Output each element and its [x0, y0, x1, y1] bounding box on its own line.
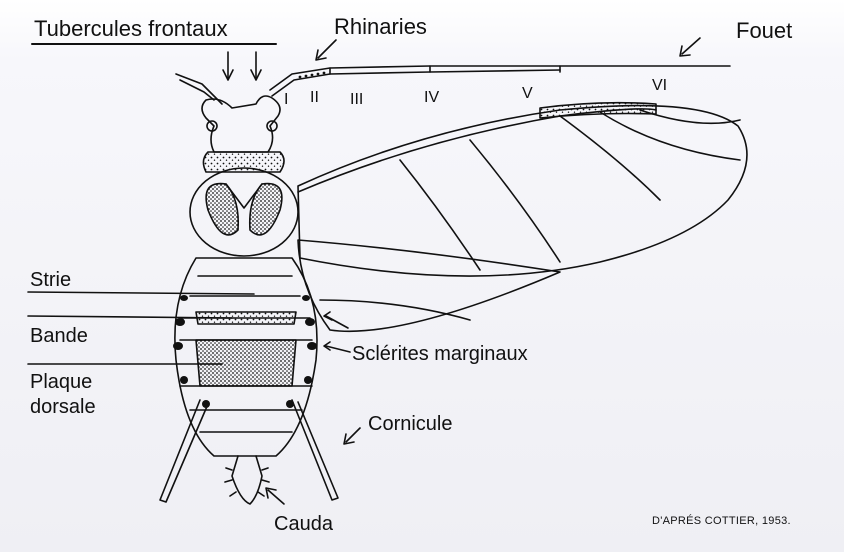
- thorax-lobe-left: [206, 184, 238, 235]
- fouet-arrow: [682, 38, 700, 54]
- hindwing: [298, 240, 560, 331]
- cauda-shape: [232, 456, 262, 504]
- segment-label-4: IV: [424, 90, 439, 106]
- hindwing-vein: [320, 300, 470, 320]
- label-rhinaries: Rhinaries: [334, 16, 427, 38]
- dorsal-plate: [196, 340, 296, 386]
- pterostigma: [540, 103, 656, 118]
- wing-costa: [298, 109, 656, 192]
- vein-4: [470, 140, 560, 262]
- thorax-lobe-right: [250, 184, 282, 235]
- source-credit: D'APRÉS COTTIER, 1953.: [652, 516, 791, 527]
- cauda-arrow: [268, 490, 284, 504]
- label-plaque: Plaque: [30, 372, 92, 392]
- segment-label-2: II: [310, 90, 319, 106]
- label-fouet: Fouet: [736, 20, 792, 42]
- cornicle-left: [160, 400, 208, 502]
- segment-label-6: VI: [652, 78, 667, 94]
- cornicule-arrow: [346, 428, 360, 442]
- segment-label-3: III: [350, 92, 363, 108]
- vein-1: [560, 116, 660, 200]
- rhinaries-arrow: [318, 40, 336, 58]
- label-cornicule: Cornicule: [368, 414, 452, 434]
- segment-label-5: V: [522, 86, 533, 102]
- strie-leader: [28, 292, 254, 294]
- label-sclerites-marginaux: Sclérites marginaux: [352, 344, 528, 364]
- thorax: [190, 168, 298, 256]
- vein-5: [400, 160, 480, 270]
- label-tubercules-frontaux: Tubercules frontaux: [34, 18, 228, 40]
- label-cauda: Cauda: [274, 514, 333, 534]
- segment-label-1: I: [284, 92, 288, 108]
- prothorax: [203, 152, 284, 172]
- forewing: [298, 106, 747, 277]
- label-strie: Strie: [30, 270, 71, 290]
- cornicle-right: [292, 400, 338, 500]
- label-bande: Bande: [30, 326, 88, 346]
- label-dorsale: dorsale: [30, 397, 96, 417]
